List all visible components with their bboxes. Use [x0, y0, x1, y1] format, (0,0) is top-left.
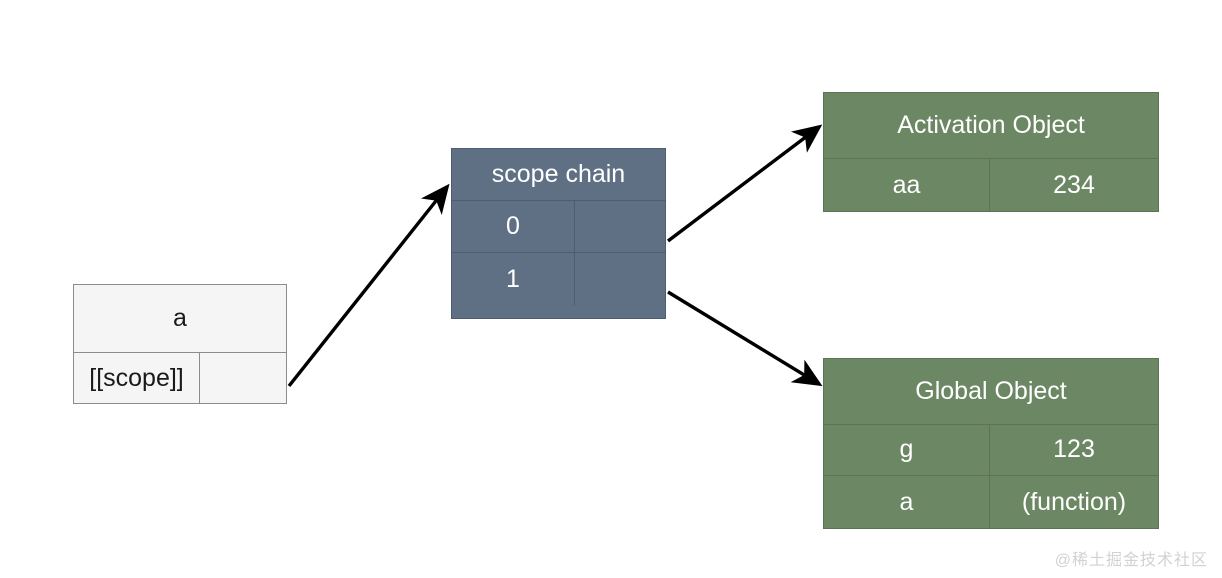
global-object-row: a (function)	[824, 476, 1158, 528]
arrow-scope-to-scopechain	[287, 183, 450, 388]
activation-object-key-0: aa	[824, 159, 990, 211]
activation-object-value-0: 234	[1053, 170, 1095, 199]
activation-object-title: Activation Object	[897, 111, 1085, 139]
scope-chain-value-0	[575, 201, 665, 252]
scope-chain-header: scope chain	[452, 149, 665, 201]
function-node-header: a	[74, 285, 286, 353]
global-object-title: Global Object	[915, 376, 1067, 405]
global-object-row: g 123	[824, 424, 1158, 477]
scope-chain-value-1	[575, 253, 665, 305]
global-object-value-1: (function)	[1021, 487, 1127, 516]
scope-chain-index-0: 0	[452, 201, 575, 252]
global-object-node: Global Object g 123 a (function)	[823, 358, 1159, 529]
function-object-node: a [[scope]]	[73, 284, 287, 404]
scope-chain-row: 0	[452, 201, 665, 253]
scope-chain-title: scope chain	[491, 160, 626, 188]
function-node-name: a	[173, 304, 187, 332]
activation-object-row: aa 234	[824, 159, 1158, 211]
scope-chain-node: scope chain 0 1	[451, 148, 666, 319]
scope-chain-index-1: 1	[452, 253, 575, 305]
global-object-key-0: g	[824, 424, 990, 476]
global-object-value-0: 123	[1053, 435, 1095, 464]
scope-chain-row: 1	[452, 253, 665, 305]
activation-object-node: Activation Object aa 234	[823, 92, 1159, 212]
function-node-scope-label: [[scope]]	[74, 353, 200, 403]
activation-object-header: Activation Object	[824, 93, 1158, 159]
watermark-text: @稀土掘金技术社区	[1054, 552, 1208, 569]
function-node-scope-value	[200, 353, 286, 403]
arrow-scopechain-0-to-activation	[666, 124, 823, 243]
global-object-key-1: a	[824, 476, 990, 528]
arrow-scopechain-1-to-global	[667, 290, 823, 387]
function-node-scope-row: [[scope]]	[74, 353, 286, 403]
global-object-header: Global Object	[824, 359, 1158, 425]
